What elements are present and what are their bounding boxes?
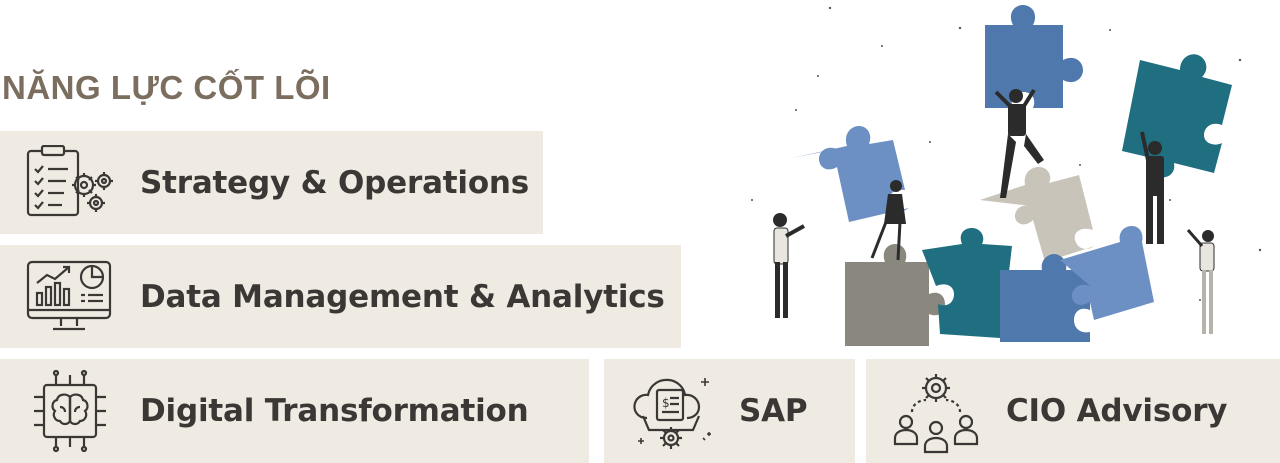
svg-text:$: $	[662, 396, 670, 410]
puzzle-piece-steel-bottom	[1000, 254, 1090, 342]
card-strategy-operations[interactable]: Strategy & Operations	[0, 131, 543, 234]
cloud-document-gear-icon: $	[604, 368, 739, 454]
person-right-woman	[1186, 229, 1215, 334]
puzzle-piece-teal-top	[1122, 54, 1232, 178]
person-top-man	[994, 88, 1044, 198]
people-silhouettes	[773, 88, 1215, 334]
analytics-monitor-icon	[0, 257, 140, 337]
puzzle-piece-blue-left	[792, 126, 909, 222]
puzzle-piece-beige	[980, 167, 1095, 262]
brain-chip-icon	[0, 369, 140, 453]
card-label: Digital Transformation	[140, 393, 529, 429]
card-digital-transformation[interactable]: Digital Transformation	[0, 359, 589, 463]
checklist-gears-icon	[0, 144, 140, 221]
puzzle-piece-blue-top	[985, 5, 1083, 108]
puzzle-piece-blue-right	[1060, 226, 1154, 320]
team-gear-icon	[866, 368, 1006, 454]
person-woman-climbing	[870, 180, 906, 261]
person-right-man	[1140, 131, 1164, 244]
card-label: SAP	[739, 393, 808, 429]
card-label: Strategy & Operations	[140, 164, 530, 201]
card-data-management-analytics[interactable]: Data Management & Analytics	[0, 245, 681, 348]
section-title: NĂNG LỰC CỐT LÕI	[2, 69, 331, 106]
card-label: CIO Advisory	[1006, 393, 1228, 429]
card-sap[interactable]: $ SAP	[604, 359, 855, 463]
puzzle-illustration	[751, 5, 1262, 346]
puzzle-piece-gray	[845, 244, 945, 346]
puzzle-piece-teal-bottom	[922, 228, 1025, 338]
person-left	[773, 213, 805, 318]
hero-illustration	[700, 0, 1280, 350]
card-label: Data Management & Analytics	[140, 278, 665, 315]
card-cio-advisory[interactable]: CIO Advisory	[866, 359, 1280, 463]
